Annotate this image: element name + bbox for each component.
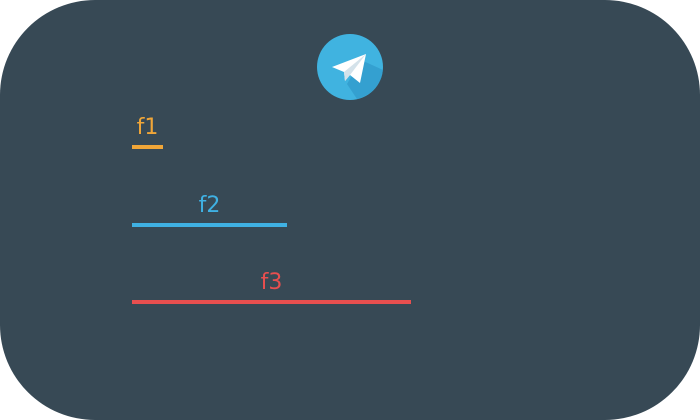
telegram-icon-plane-fold [344,54,366,81]
telegram-icon [317,34,383,100]
bar-label-f2: f2 [198,192,221,218]
telegram-logo [317,34,383,100]
bar-label-f3: f3 [260,270,283,295]
bar-line-f1 [132,145,163,149]
bar-line-f3 [132,300,411,304]
bar-label-f1: f1 [136,115,159,140]
bar-line-f2 [132,222,287,227]
